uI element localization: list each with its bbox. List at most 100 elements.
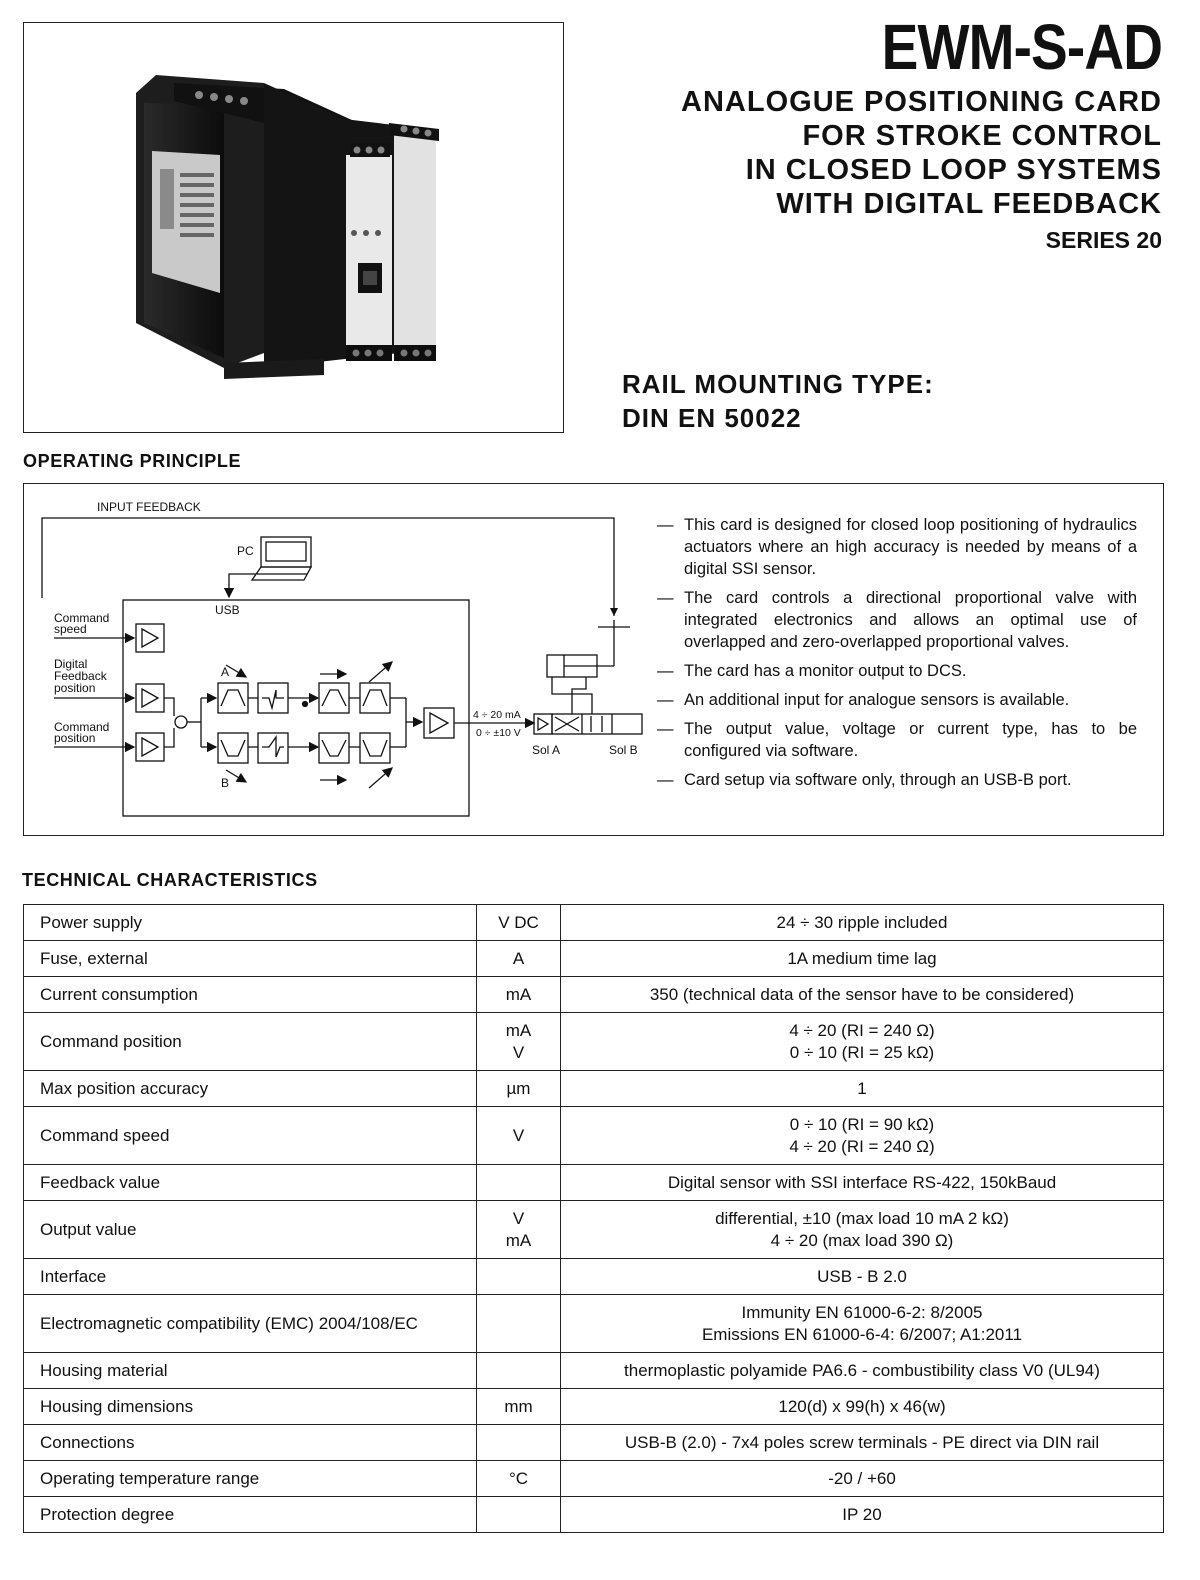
row-value-line: 4 ÷ 20 (max load 390 Ω) (770, 1230, 954, 1250)
row-unit (476, 1294, 561, 1353)
row-unit-line: V (512, 1042, 525, 1062)
row-label: Electromagnetic compatibility (EMC) 2004… (23, 1294, 477, 1353)
operating-principle-title: OPERATING PRINCIPLE (23, 451, 242, 471)
row-unit: mA V (476, 1012, 561, 1071)
table-row: Output value V mA differential, ±10 (max… (23, 1200, 1164, 1259)
rail-standard-label: DIN EN 50022 (622, 403, 802, 433)
table-row: Current consumption mA 350 (technical da… (23, 976, 1164, 1013)
row-value: Digital sensor with SSI interface RS-422… (560, 1164, 1164, 1201)
row-unit: °C (476, 1460, 561, 1497)
feature-item: Card setup via software only, through an… (657, 769, 1137, 791)
label-a: A (221, 665, 229, 679)
row-value: 120(d) x 99(h) x 46(w) (560, 1388, 1164, 1425)
position-sensor-icon (598, 620, 630, 666)
table-row: Operating temperature range °C -20 / +60 (23, 1460, 1164, 1497)
row-label: Command position (23, 1012, 477, 1071)
row-label: Feedback value (23, 1164, 477, 1201)
row-unit: mA (476, 976, 561, 1013)
row-value: 0 ÷ 10 (RI = 90 kΩ) 4 ÷ 20 (RI = 240 Ω) (560, 1106, 1164, 1165)
row-value: 350 (technical data of the sensor have t… (560, 976, 1164, 1013)
row-unit (476, 1164, 561, 1201)
row-value: differential, ±10 (max load 10 mA 2 kΩ) … (560, 1200, 1164, 1259)
table-row: Interface USB - B 2.0 (23, 1258, 1164, 1295)
row-value: 1 (560, 1070, 1164, 1107)
subtitle-line-2: FOR STROKE CONTROL (802, 120, 1162, 152)
row-value-line: Immunity EN 61000-6-2: 8/2005 (741, 1302, 983, 1322)
row-label: Command speed (23, 1106, 477, 1165)
amplifier-icon (135, 683, 165, 713)
row-unit (476, 1424, 561, 1461)
subtitle-line-1: ANALOGUE POSITIONING CARD (681, 86, 1162, 118)
feature-item: This card is designed for closed loop po… (657, 514, 1137, 580)
proportional-valve-icon (533, 713, 643, 735)
feature-item: The card controls a directional proporti… (657, 587, 1137, 653)
subtitle-line-3: IN CLOSED LOOP SYSTEMS (745, 154, 1162, 186)
table-row: Feedback value Digital sensor with SSI i… (23, 1164, 1164, 1201)
technical-characteristics-title: TECHNICAL CHARACTERISTICS (22, 870, 318, 890)
row-value-line: 0 ÷ 10 (RI = 90 kΩ) (789, 1114, 935, 1134)
row-unit (476, 1258, 561, 1295)
row-unit-line: mA (505, 1020, 532, 1040)
row-label: Current consumption (23, 976, 477, 1013)
row-label: Housing dimensions (23, 1388, 477, 1425)
table-row: Max position accuracy µm 1 (23, 1070, 1164, 1107)
row-value-line: 0 ÷ 10 (RI = 25 kΩ) (789, 1042, 935, 1062)
feature-list: This card is designed for closed loop po… (657, 514, 1137, 798)
label-input-feedback: INPUT FEEDBACK (97, 500, 201, 514)
amplifier-icon (135, 732, 165, 762)
label-command-speed-1: Command (54, 611, 109, 625)
table-row: Command speed V 0 ÷ 10 (RI = 90 kΩ) 4 ÷ … (23, 1106, 1164, 1165)
label-command-position-2: position (54, 731, 95, 745)
table-row: Power supply V DC 24 ÷ 30 ripple include… (23, 904, 1164, 941)
feature-item: The card has a monitor output to DCS. (657, 660, 1137, 682)
row-label: Output value (23, 1200, 477, 1259)
row-label: Interface (23, 1258, 477, 1295)
table-row: Connections USB-B (2.0) - 7x4 poles scre… (23, 1424, 1164, 1461)
series-label: SERIES 20 (1045, 227, 1162, 253)
row-value-line: 4 ÷ 20 (RI = 240 Ω) (789, 1136, 935, 1156)
label-usb: USB (215, 603, 240, 617)
technical-characteristics-table: Power supply V DC 24 ÷ 30 ripple include… (23, 904, 1164, 1533)
row-value: USB-B (2.0) - 7x4 poles screw terminals … (560, 1424, 1164, 1461)
row-label: Max position accuracy (23, 1070, 477, 1107)
row-value: 4 ÷ 20 (RI = 240 Ω) 0 ÷ 10 (RI = 25 kΩ) (560, 1012, 1164, 1071)
subtitle-line-4: WITH DIGITAL FEEDBACK (776, 188, 1162, 220)
table-row: Electromagnetic compatibility (EMC) 2004… (23, 1294, 1164, 1353)
row-unit (476, 1496, 561, 1533)
row-value-line: differential, ±10 (max load 10 mA 2 kΩ) (715, 1208, 1009, 1228)
row-unit-line: V (512, 1208, 525, 1228)
table-row: Protection degree IP 20 (23, 1496, 1164, 1533)
operating-principle-box: INPUT FEEDBACK PC USB Command speed Digi… (23, 483, 1164, 836)
row-value: Immunity EN 61000-6-2: 8/2005 Emissions … (560, 1294, 1164, 1353)
label-command-speed-2: speed (54, 622, 87, 636)
label-output-ma: 4 ÷ 20 mA (473, 709, 521, 721)
row-value-line: Emissions EN 61000-6-4: 6/2007; A1:2011 (701, 1324, 1023, 1344)
hydraulic-cylinder-icon (546, 654, 614, 714)
laptop-icon (250, 536, 313, 581)
label-digital-feedback-2: Feedback (54, 669, 108, 683)
label-sol-a: Sol A (532, 743, 560, 757)
table-row: Command position mA V 4 ÷ 20 (RI = 240 Ω… (23, 1012, 1164, 1071)
row-label: Protection degree (23, 1496, 477, 1533)
row-unit: mm (476, 1388, 561, 1425)
row-value: IP 20 (560, 1496, 1164, 1533)
table-row: Fuse, external A 1A medium time lag (23, 940, 1164, 977)
row-unit-line: mA (505, 1230, 532, 1250)
row-value: USB - B 2.0 (560, 1258, 1164, 1295)
row-label: Operating temperature range (23, 1460, 477, 1497)
feature-item: An additional input for analogue sensors… (657, 689, 1137, 711)
rail-mounting-label: RAIL MOUNTING TYPE: (622, 369, 934, 399)
row-unit: V (476, 1106, 561, 1165)
row-label: Connections (23, 1424, 477, 1461)
product-photo-frame (23, 22, 564, 433)
row-value: 1A medium time lag (560, 940, 1164, 977)
row-unit (476, 1352, 561, 1389)
row-label: Fuse, external (23, 940, 477, 977)
feature-item: The output value, voltage or current typ… (657, 718, 1137, 762)
product-photo (136, 75, 439, 379)
row-value: thermoplastic polyamide PA6.6 - combusti… (560, 1352, 1164, 1389)
row-value-line: 4 ÷ 20 (RI = 240 Ω) (789, 1020, 935, 1040)
row-label: Power supply (23, 904, 477, 941)
row-label: Housing material (23, 1352, 477, 1389)
label-output-v: 0 ÷ ±10 V (476, 727, 521, 739)
